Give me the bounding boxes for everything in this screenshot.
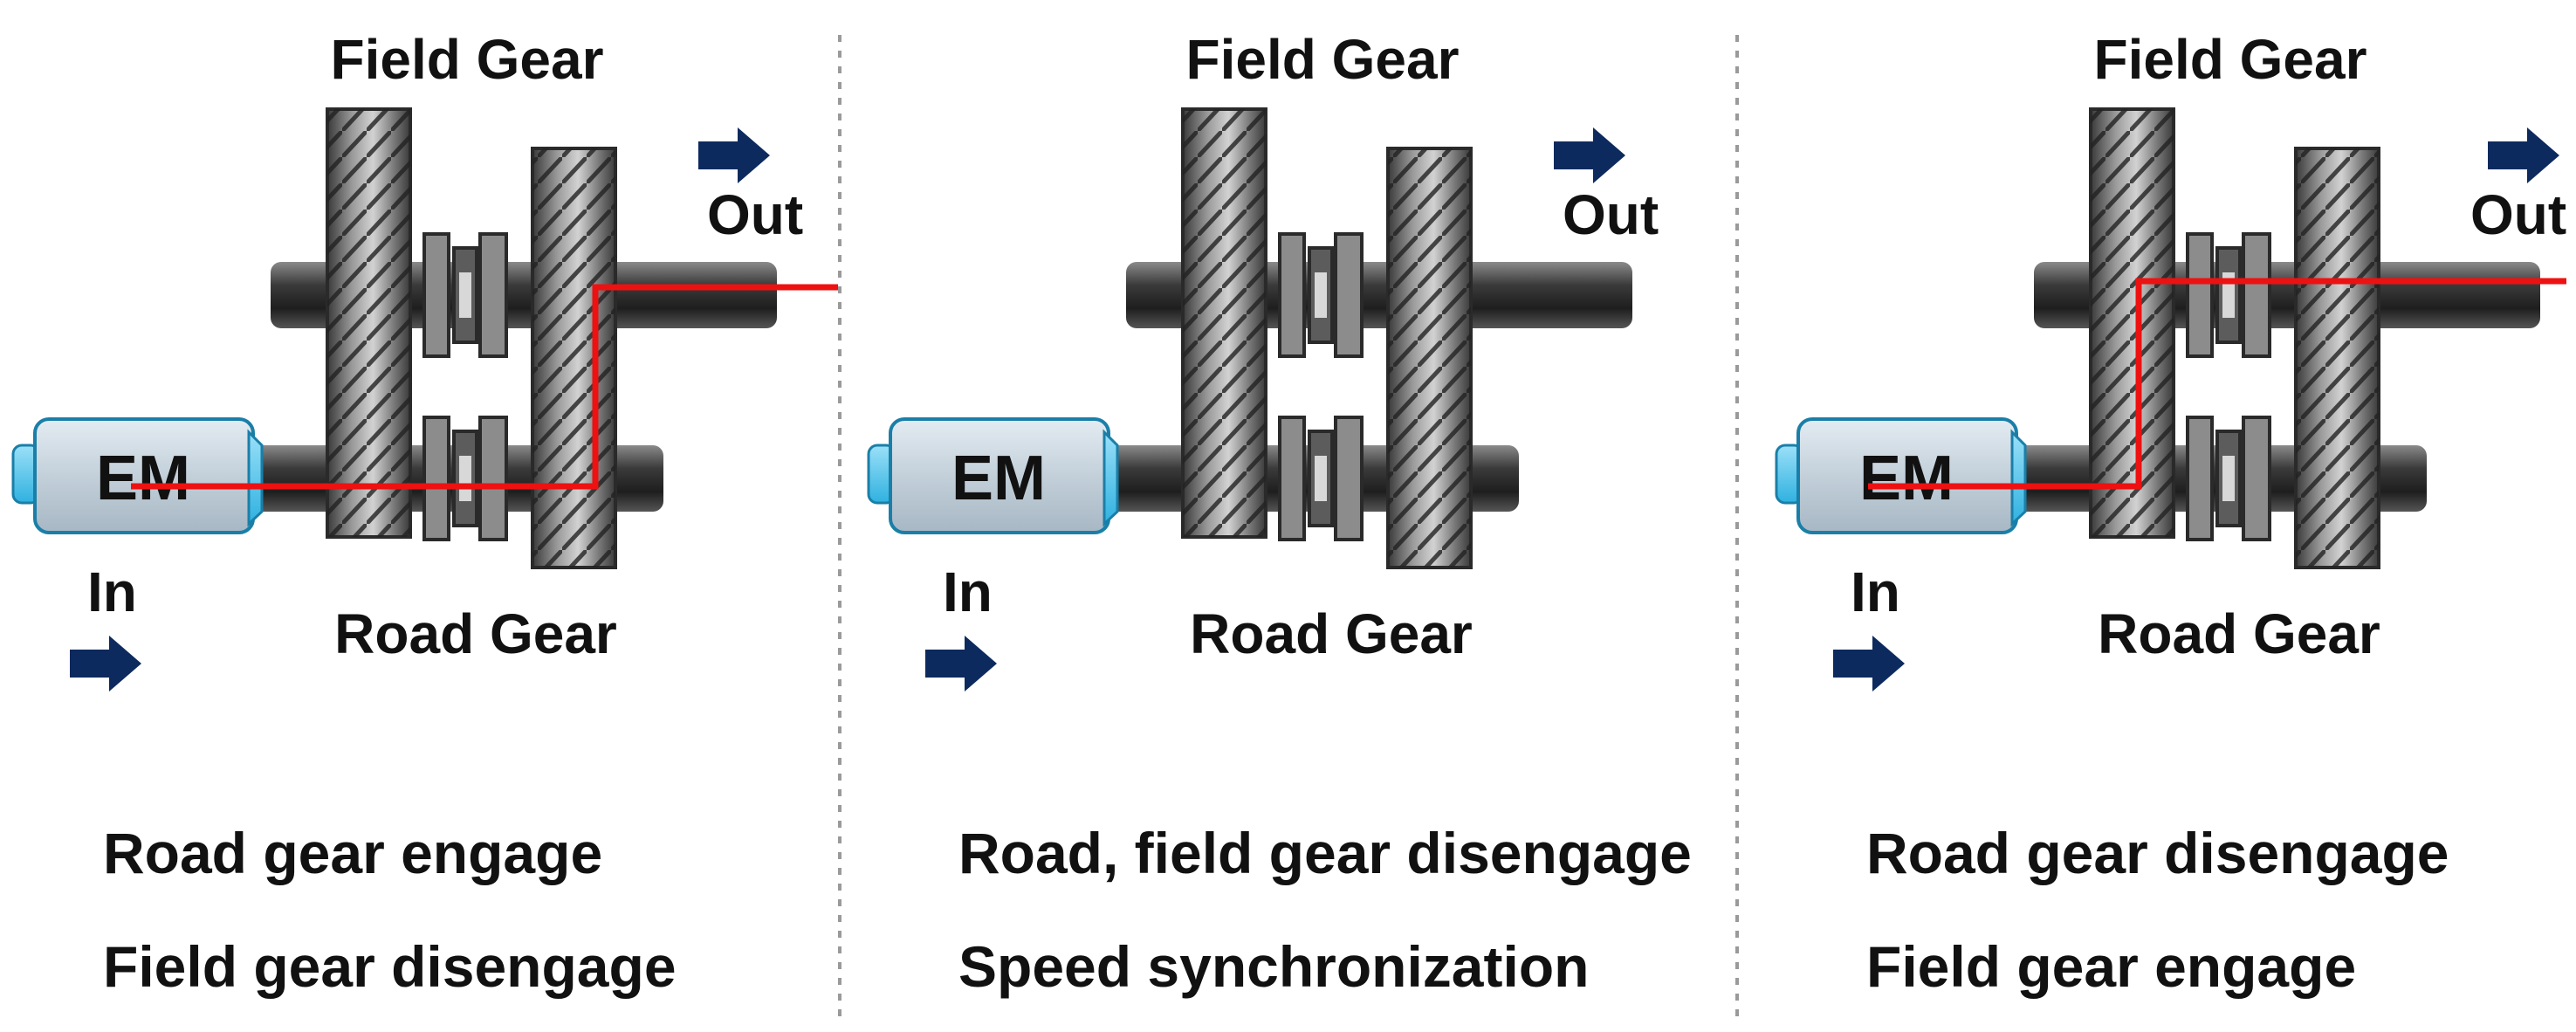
road-gear-label: Road Gear (1190, 602, 1473, 665)
out-label: Out (1563, 183, 1659, 246)
synchronizer-upper (2186, 232, 2271, 358)
synchronizer-lower (2186, 416, 2271, 541)
electric-motor: EM (867, 417, 1119, 534)
caption-line-1: Road gear disengage (1866, 821, 2449, 885)
field-gear-label: Field Gear (331, 28, 604, 91)
synchronizer-upper (1278, 232, 1364, 358)
power-flow-line (131, 284, 838, 490)
field-gear-label: Field Gear (2094, 28, 2367, 91)
in-label: In (943, 561, 993, 623)
motor-label: EM (96, 444, 190, 513)
road-gear-label: Road Gear (334, 602, 617, 665)
road-gear-wheel (2294, 147, 2380, 569)
input-arrow-icon (925, 636, 997, 691)
caption-line-1: Road, field gear disengage (958, 821, 1692, 885)
caption-line-1: Road gear engage (103, 821, 602, 885)
in-label: In (1851, 561, 1900, 623)
input-arrow-icon (1833, 636, 1905, 691)
power-flow-line (1868, 278, 2566, 490)
synchronizer-lower (1278, 416, 1364, 541)
field-gear-label: Field Gear (1186, 28, 1460, 91)
out-label: Out (2470, 183, 2566, 246)
synchronizer-upper (422, 232, 508, 358)
synchronizer-lower (422, 416, 508, 541)
caption-line-2: Speed synchronization (958, 934, 1589, 999)
field-gear-wheel (1181, 107, 1267, 539)
motor-label: EM (951, 444, 1046, 513)
output-arrow-icon (2488, 127, 2559, 183)
out-label: Out (707, 183, 803, 246)
caption-line-2: Field gear engage (1866, 934, 2356, 999)
electric-motor: EM (11, 417, 264, 534)
road-gear-wheel (531, 147, 617, 569)
output-arrow-icon (698, 127, 770, 183)
motor-label: EM (1859, 444, 1954, 513)
output-arrow-icon (1554, 127, 1625, 183)
caption-line-2: Field gear disengage (103, 934, 677, 999)
field-gear-wheel (326, 107, 412, 539)
electric-motor: EM (1775, 417, 2027, 534)
field-gear-wheel (2089, 107, 2175, 539)
road-gear-wheel (1386, 147, 1473, 569)
in-label: In (87, 561, 137, 623)
input-arrow-icon (70, 636, 141, 691)
road-gear-label: Road Gear (2098, 602, 2380, 665)
